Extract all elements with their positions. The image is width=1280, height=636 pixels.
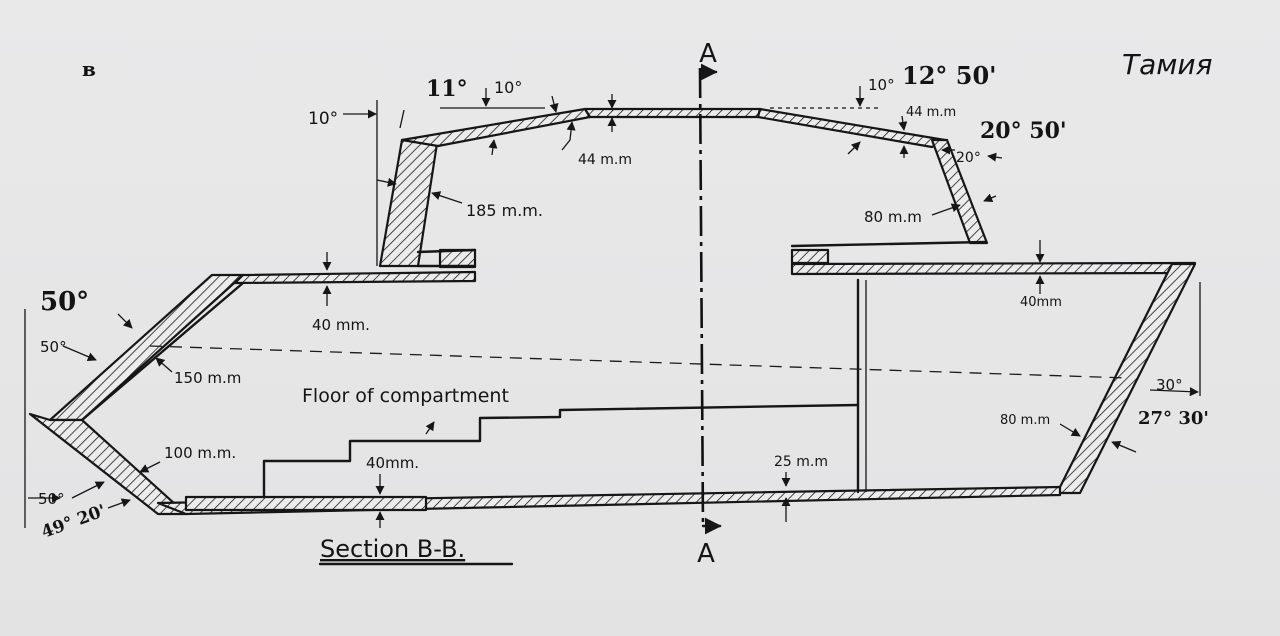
label-upper-plate: 40 mm. xyxy=(312,316,370,334)
hull-inner-line xyxy=(80,281,245,422)
reference-dashed-line xyxy=(149,345,1129,379)
label-rear-angle: 30° xyxy=(1156,376,1183,394)
label-lower-front-angle: 50° xyxy=(38,490,65,508)
label-roof-angle-a: 10° xyxy=(494,78,522,97)
label-right-roof-thickness: 44 m.m xyxy=(906,105,956,120)
label-right-roof-angle: 10° xyxy=(868,76,895,94)
rear-plate xyxy=(1055,262,1197,495)
label-handwritten-rear: 27° 30' xyxy=(1138,408,1209,429)
section-marker-top: A xyxy=(699,39,717,69)
turret-roof-right xyxy=(756,107,947,149)
hull xyxy=(28,248,1197,516)
section-line-a xyxy=(698,67,705,529)
label-rear-thickness: 80 m.m xyxy=(864,208,922,226)
turret-ring-left xyxy=(438,248,477,269)
label-roof-thickness: 44 m.m xyxy=(578,152,632,168)
section-marker-bottom: A xyxy=(697,539,715,569)
dimension-lines xyxy=(24,86,1201,528)
label-right-side-angle: 20° xyxy=(956,150,981,166)
rear-deck-plate xyxy=(790,261,1197,276)
label-glacis-thickness: 150 m.m xyxy=(174,369,241,387)
label-floor-note: Floor of compartment xyxy=(302,385,509,407)
corner-note-right: Тамия xyxy=(1122,48,1212,81)
turret-roof-left xyxy=(400,107,592,148)
label-rear-plate: 80 m.m xyxy=(1000,413,1050,428)
turret-roof-center xyxy=(583,107,762,119)
compartment-floor-line xyxy=(262,403,860,499)
label-rear-deck: 40mm xyxy=(1020,295,1062,310)
label-glacis-angle: 50° xyxy=(40,338,67,356)
label-front-thickness: 185 m.m. xyxy=(466,201,543,220)
lower-nose-plate xyxy=(28,412,188,516)
label-handwritten-glacis: 50° xyxy=(40,287,89,317)
front-deck-plate xyxy=(233,270,477,285)
turret-front-plate xyxy=(378,135,440,268)
label-lower-front-thickness: 100 m.m. xyxy=(164,444,236,462)
figure-title: Section B-B. xyxy=(320,535,465,563)
label-belly-thickness: 25 m.m xyxy=(774,454,828,470)
label-top-left-angle: 10° xyxy=(308,109,338,129)
floor-thick-section xyxy=(184,495,428,512)
turret xyxy=(378,107,989,268)
label-handwritten-right-side: 20° 50' xyxy=(980,118,1067,144)
label-handwritten-right-roof: 12° 50' xyxy=(902,61,997,90)
corner-note-left: в xyxy=(82,57,96,81)
label-floor-plate: 40mm. xyxy=(366,454,419,472)
label-handwritten-left: 11° xyxy=(426,76,468,102)
turret-ring-right xyxy=(790,248,830,265)
